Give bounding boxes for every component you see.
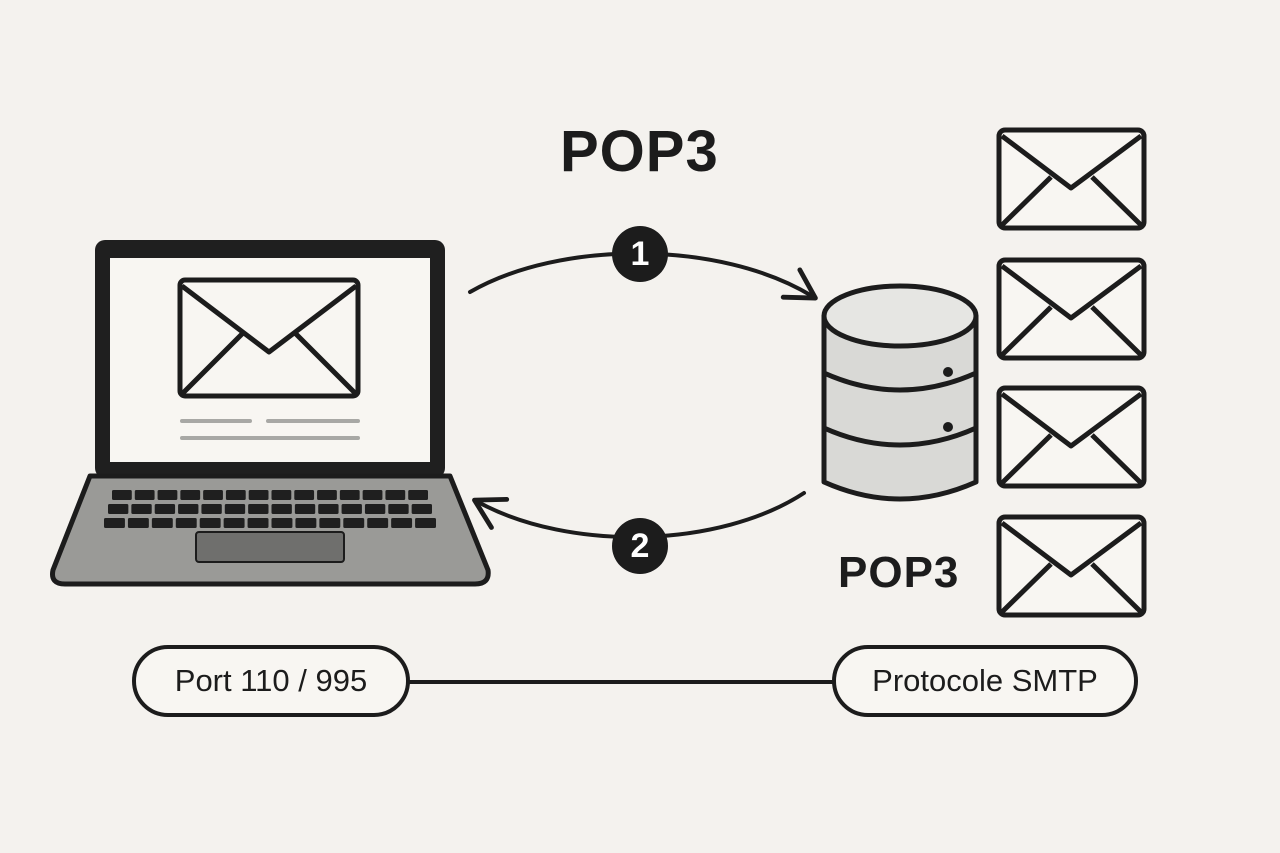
keyboard-key (175, 518, 197, 528)
screen-envelope-icon (177, 277, 361, 399)
protocol-label-pill: Protocole SMTP (832, 645, 1138, 717)
keyboard (104, 490, 436, 528)
keyboard-key (295, 518, 317, 528)
port-label: Port 110 / 995 (174, 663, 368, 698)
envelope-icon (996, 127, 1147, 231)
keyboard-key (294, 490, 315, 500)
touchpad (195, 531, 345, 563)
keyboard-key (391, 518, 413, 528)
step-badge-2: 2 (612, 518, 668, 574)
keyboard-key (248, 504, 269, 514)
keyboard-key (341, 504, 362, 514)
keyboard-key (151, 518, 173, 528)
keyboard-key (154, 504, 176, 514)
keyboard-key (180, 490, 201, 500)
keyboard-key (199, 518, 221, 528)
keyboard-key (367, 518, 389, 528)
protocol-label: Protocole SMTP (872, 663, 1098, 698)
keyboard-key (411, 504, 432, 514)
envelope-icon (996, 257, 1147, 361)
keyboard-key (271, 490, 292, 500)
keyboard-key (131, 504, 152, 514)
keyboard-key (388, 504, 409, 514)
keyboard-key (271, 504, 292, 514)
keyboard-key (319, 518, 341, 528)
step-badge-1: 1 (612, 226, 668, 282)
keyboard-key (108, 504, 129, 514)
keyboard-key (415, 518, 436, 528)
keyboard-key (201, 504, 222, 514)
keyboard-key (247, 518, 269, 528)
port-label-pill: Port 110 / 995 (132, 645, 410, 717)
keyboard-key (127, 518, 149, 528)
keyboard-key (339, 490, 360, 500)
keyboard-key (225, 490, 246, 500)
database-server-icon (821, 283, 979, 502)
keyboard-key (317, 490, 337, 500)
keyboard-key (203, 490, 223, 500)
keyboard-key (318, 504, 339, 514)
keyboard-key (294, 504, 316, 514)
keyboard-key (364, 504, 386, 514)
keyboard-key (362, 490, 383, 500)
keyboard-key (224, 504, 246, 514)
envelope-icon (996, 514, 1147, 618)
keyboard-key (385, 490, 406, 500)
keyboard-key (343, 518, 365, 528)
keyboard-key (223, 518, 245, 528)
server-label: POP3 (838, 548, 960, 597)
laptop-base (50, 473, 491, 587)
keyboard-key (112, 490, 132, 500)
keyboard-key (134, 490, 155, 500)
keyboard-key (271, 518, 293, 528)
diagram-title: POP3 (560, 119, 719, 184)
envelope-stack (996, 127, 1147, 618)
keyboard-key (157, 490, 178, 500)
keyboard-key (104, 518, 125, 528)
envelope-icon (996, 385, 1147, 489)
keyboard-key (248, 490, 269, 500)
screen-text-lines (180, 419, 360, 440)
keyboard-key (178, 504, 199, 514)
laptop-icon (50, 240, 491, 587)
keyboard-key (408, 490, 428, 500)
